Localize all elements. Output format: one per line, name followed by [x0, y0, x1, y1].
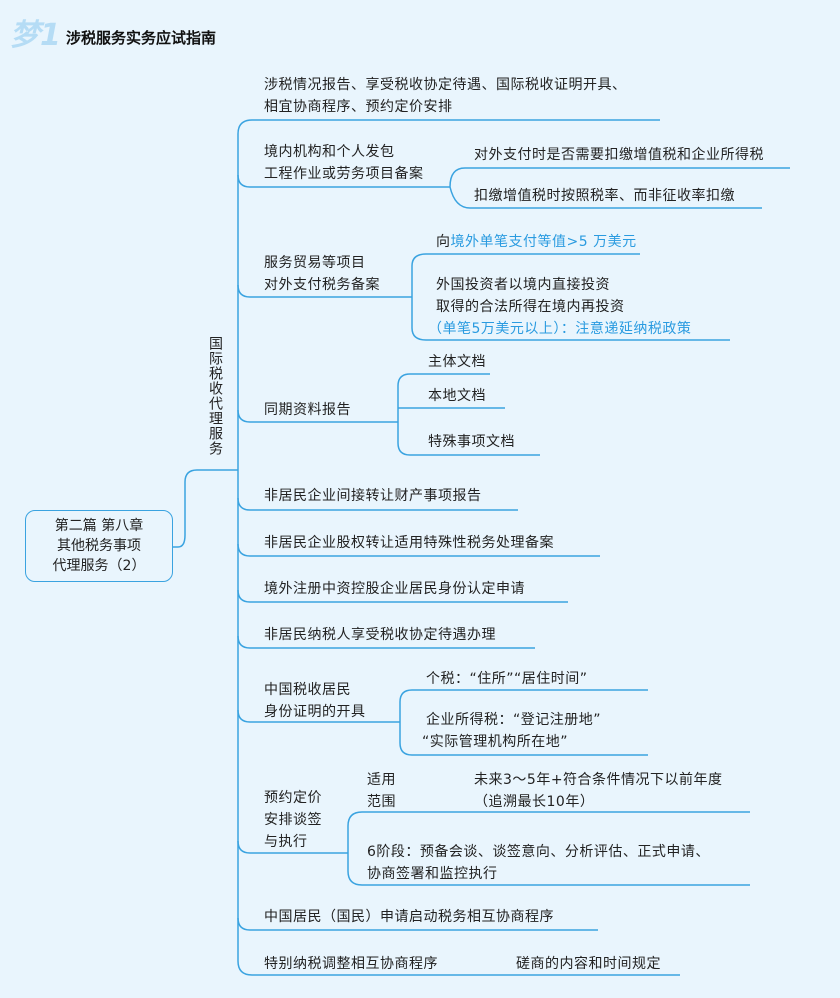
branch-line — [237, 174, 450, 188]
branch-node: 境外注册中资控股企业居民身份认定申请 — [264, 581, 525, 597]
leaf-node: 磋商的内容和时间规定 — [516, 956, 661, 972]
branch-line — [237, 709, 400, 723]
branch-line — [237, 284, 412, 298]
leaf-node: 主体文档 — [428, 354, 486, 370]
branch-node: 非居民企业间接转让财产事项报告 — [264, 488, 482, 504]
branch-line — [237, 840, 348, 854]
root-line: 代理服务（2） — [52, 558, 146, 574]
branch-node: 中国税收居民身份证明的开具 — [264, 682, 366, 720]
scope-label: 适用范围 — [367, 772, 396, 810]
branch-node: 同期资料报告 — [264, 402, 351, 418]
leaf-node: 外国投资者以境内直接投资取得的合法所得在境内再投资（单笔5万美元以上）：注意递延… — [428, 277, 692, 337]
scope-value: 未来3～5年+符合条件情况下以前年度（追溯最长10年） — [474, 772, 723, 810]
branch-node: 中国居民（国民）申请启动税务相互协商程序 — [264, 909, 554, 925]
branch-node: 境内机构和个人发包工程作业或劳务项目备案 — [264, 144, 424, 182]
branch-line — [237, 409, 398, 423]
leaf-node: 向境外单笔支付等值>5 万美元 — [436, 234, 637, 250]
branch-node: 特别纳税调整相互协商程序 — [264, 956, 438, 972]
leaf-node: 个税：“住所”“居住时间” — [426, 671, 588, 687]
leaf-node: 6阶段：预备会谈、谈签意向、分析评估、正式申请、协商签署和监控执行 — [367, 844, 710, 882]
leaf-node: 本地文档 — [428, 388, 486, 404]
logo: 梦1 — [10, 18, 61, 53]
root-connector — [173, 469, 238, 548]
branch-node: 非居民企业股权转让适用特殊性税务处理备案 — [264, 535, 554, 551]
root-line: 其他税务事项 — [57, 538, 141, 554]
root-node: 第二篇 第八章 其他税务事项 代理服务（2） — [25, 510, 173, 582]
branch-node: 涉税情况报告、享受税收协定待遇、国际税收证明开具、相宜协商程序、预约定价安排 — [264, 77, 627, 115]
branch-node: 预约定价安排谈签与执行 — [264, 790, 322, 850]
branch-node: 服务贸易等项目对外支付税务备案 — [264, 255, 380, 293]
header-title: 涉税服务实务应试指南 — [66, 29, 217, 47]
leaf-node: 特殊事项文档 — [428, 434, 515, 450]
root-line: 第二篇 第八章 — [54, 518, 144, 534]
leaf-node: 企业所得税：“登记注册地”“实际管理机构所在地” — [422, 712, 602, 750]
leaf-node: 扣缴增值税时按照税率、而非征收率扣缴 — [474, 188, 735, 204]
branch-node: 非居民纳税人享受税收协定待遇办理 — [264, 627, 496, 643]
branch-title: 国际税收代理服务 — [207, 336, 223, 456]
leaf-node: 对外支付时是否需要扣缴增值税和企业所得税 — [474, 147, 764, 163]
